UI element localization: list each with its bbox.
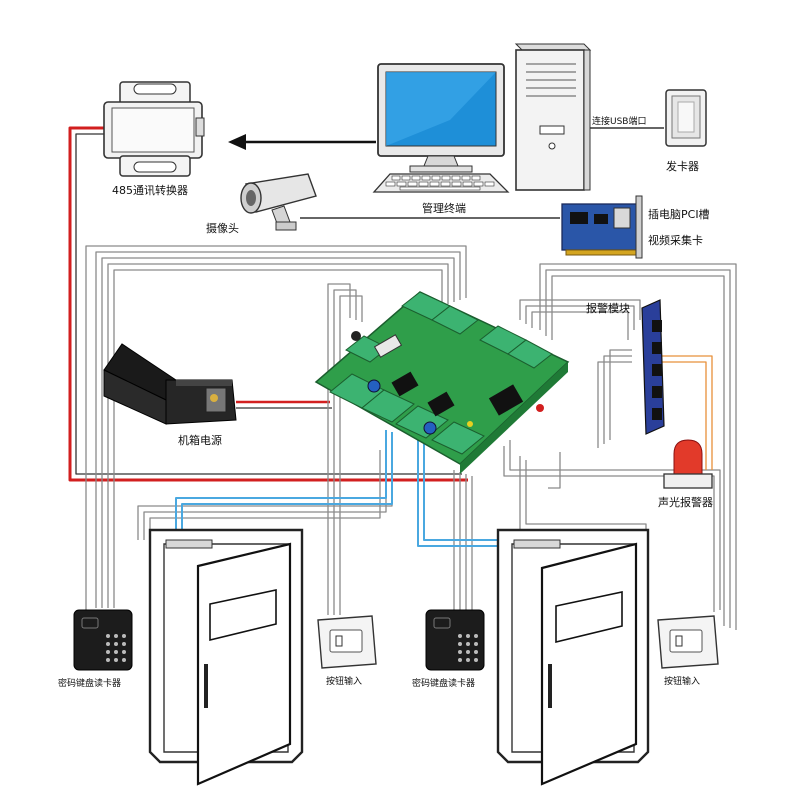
label-button-right: 按钮输入 <box>664 677 701 687</box>
access-controller-board <box>314 291 570 474</box>
red-cable-inner <box>75 133 462 475</box>
video-capture-card <box>561 195 643 259</box>
siren-wire <box>656 355 713 470</box>
label-management-terminal: 管理终端 <box>422 202 466 215</box>
rs485-converter <box>103 81 205 177</box>
arrow-head <box>228 134 246 150</box>
wiring <box>68 126 737 630</box>
alarm-module-board <box>641 299 665 435</box>
camera-device <box>240 173 317 231</box>
door-right <box>496 528 650 786</box>
keypad-reader-left <box>73 609 133 671</box>
label-capture-card: 视频采集卡 <box>648 234 703 247</box>
label-usb-port: 连接USB端口 <box>592 117 647 127</box>
lock-cable-right <box>417 440 520 547</box>
card-issuer-device <box>665 89 707 147</box>
label-button-left: 按钮输入 <box>326 677 363 687</box>
label-power-box: 机箱电源 <box>178 434 222 447</box>
label-card-issuer: 发卡器 <box>666 160 699 173</box>
keypad-reader-right <box>425 609 485 671</box>
label-keypad-reader-left: 密码键盘读卡器 <box>58 679 122 689</box>
label-camera: 摄像头 <box>206 222 239 235</box>
red-cable <box>68 126 468 482</box>
chassis-power-supply <box>103 343 237 425</box>
pc-tower <box>514 43 592 191</box>
exit-button-right <box>657 615 719 669</box>
lock-cable-left <box>175 430 387 542</box>
label-pci-slot: 插电脑PCI槽 <box>648 208 710 221</box>
management-terminal <box>372 63 510 193</box>
label-keypad-reader-right: 密码键盘读卡器 <box>412 679 476 689</box>
sound-light-alarm <box>663 439 713 489</box>
label-alarm-module: 报警模块 <box>586 302 630 315</box>
label-485-converter: 485通讯转换器 <box>112 184 188 197</box>
label-siren: 声光报警器 <box>658 496 713 509</box>
exit-button-left <box>317 615 377 669</box>
door-left <box>148 528 304 786</box>
